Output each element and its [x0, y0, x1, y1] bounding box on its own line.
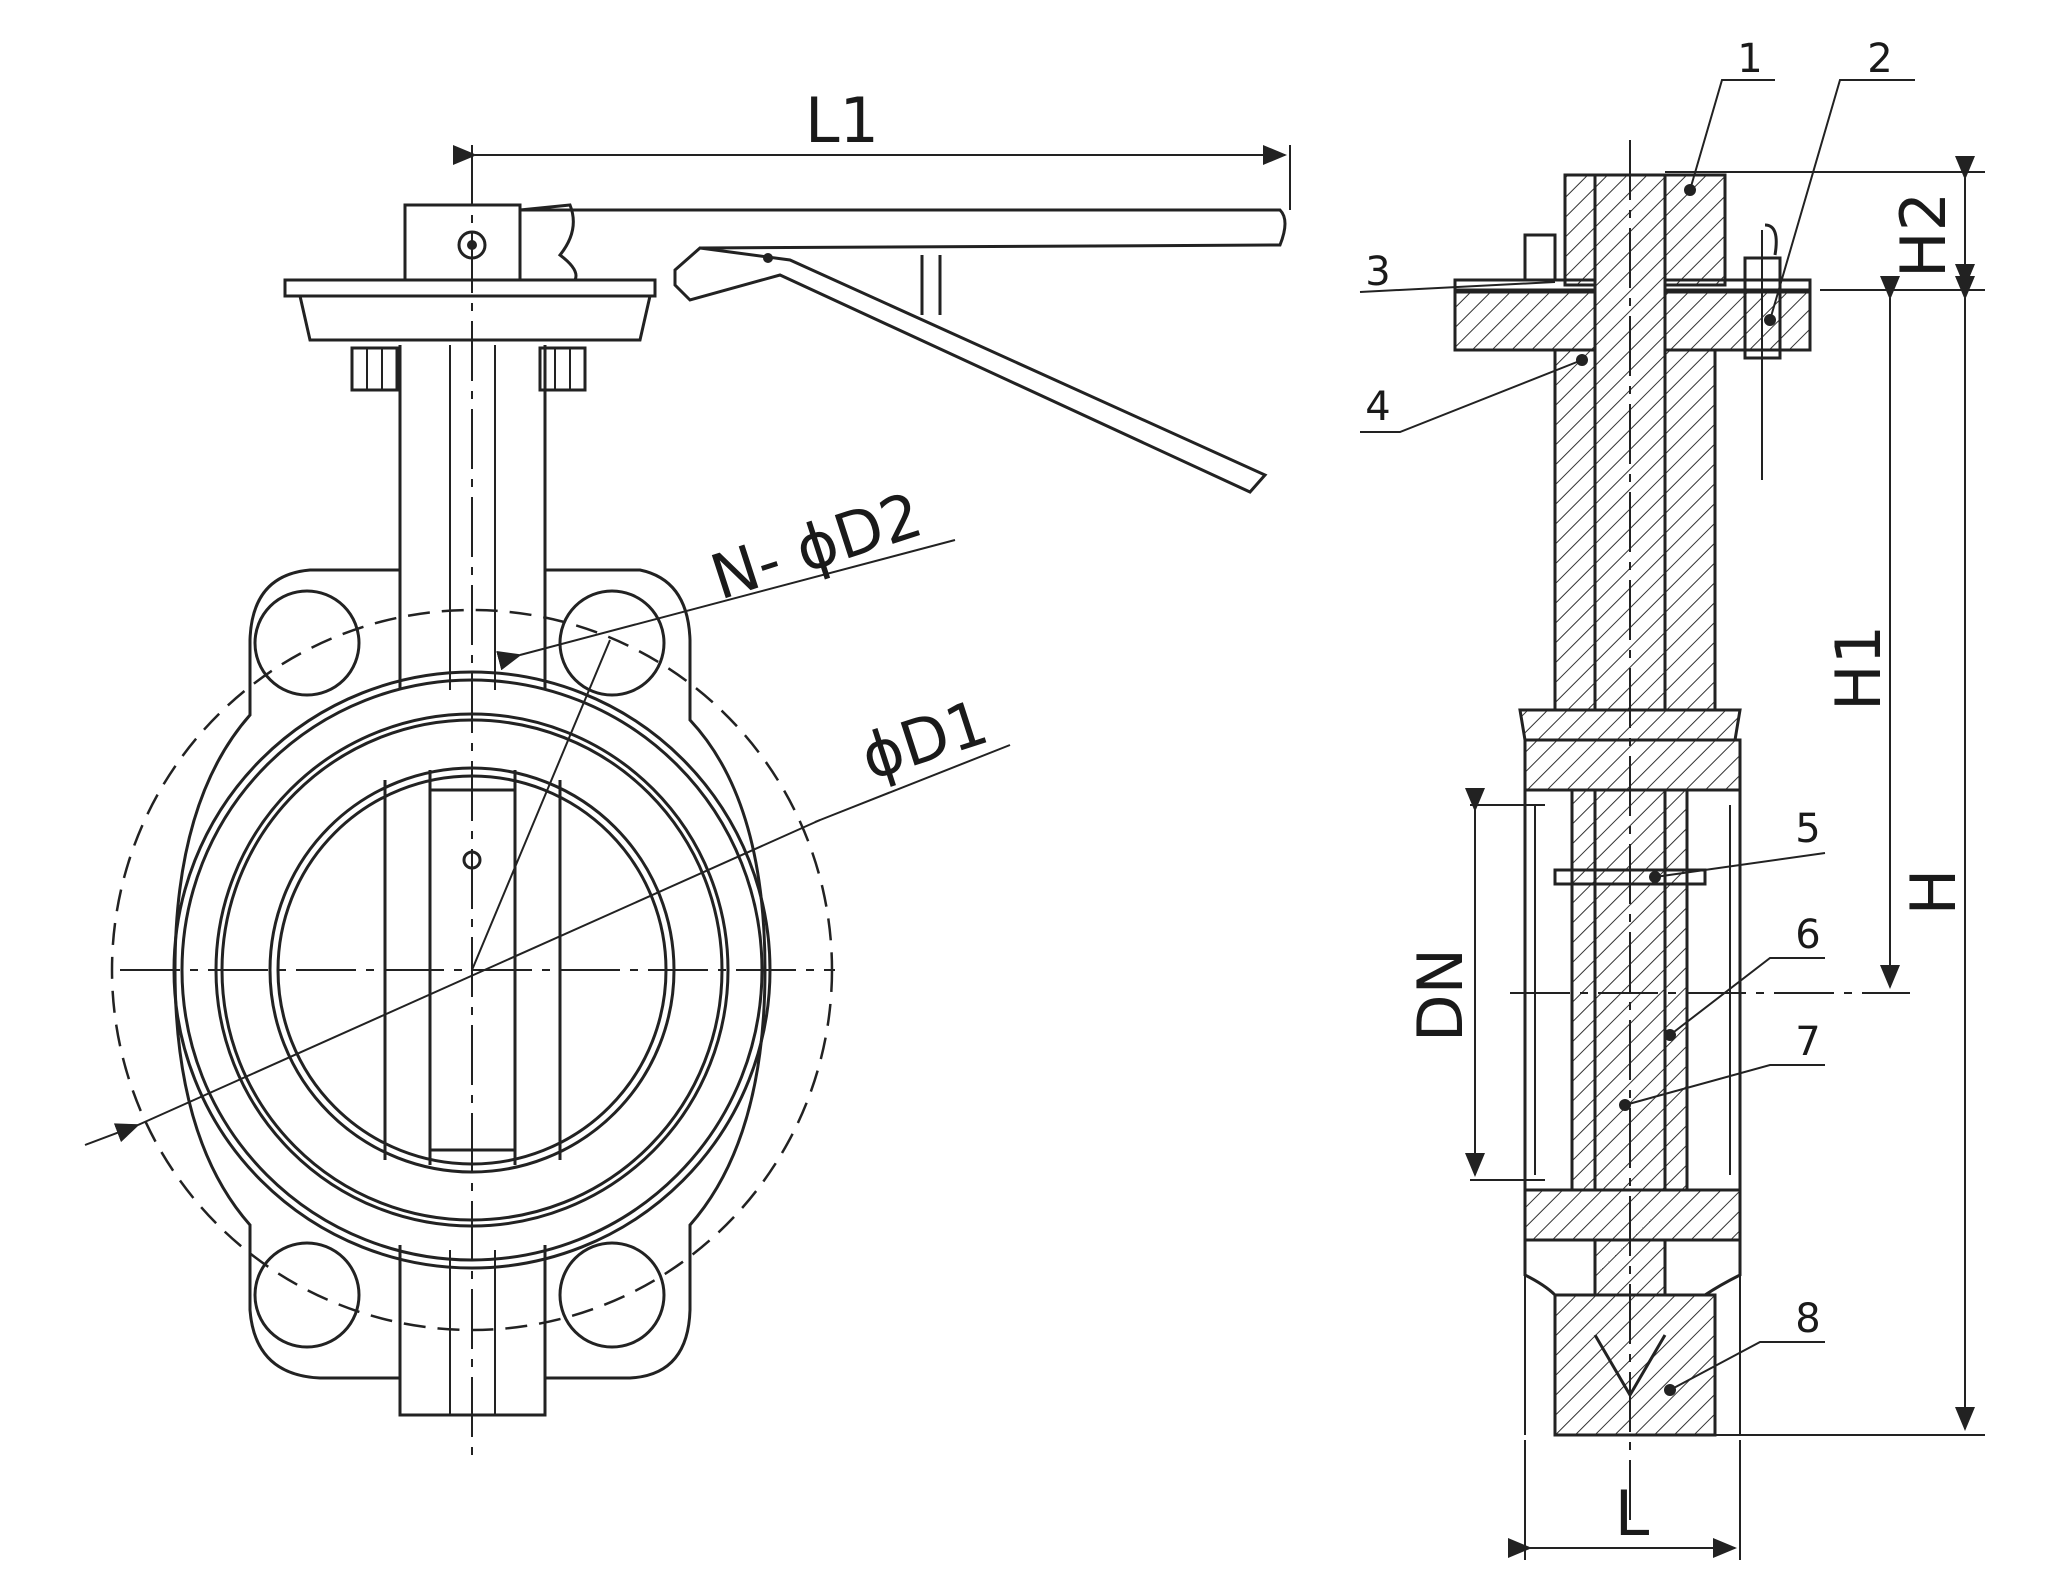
label-h1: H1 [1822, 625, 1895, 711]
body-upper [1523, 738, 1742, 792]
side-view [1359, 79, 1985, 1560]
body-outline [173, 568, 767, 1380]
lever-handle [673, 246, 1268, 494]
front-view [84, 145, 1291, 1465]
nut-right [538, 346, 587, 392]
top-plate [283, 278, 657, 298]
nut-left [350, 346, 399, 392]
callout-7: 7 [1795, 1019, 1820, 1065]
bolt-hole-bl [253, 1241, 361, 1349]
callout-4: 4 [1365, 384, 1390, 430]
lever-arm [520, 208, 1287, 250]
callout-5: 5 [1795, 806, 1820, 852]
bolt-hole-br [558, 1241, 666, 1349]
body-lower [1523, 1188, 1742, 1242]
callout-1: 1 [1737, 36, 1762, 82]
bolt-hole-tl [253, 589, 361, 697]
label-h: H [1897, 869, 1970, 916]
bottom-boss [1553, 1293, 1717, 1437]
bolt-hole-tr [558, 589, 666, 697]
label-n-d2: N- ϕD2 [702, 478, 931, 614]
bolt-left [1523, 233, 1557, 282]
label-d1: ϕD1 [852, 685, 996, 794]
callout-2: 2 [1867, 36, 1892, 82]
callout-8: 8 [1795, 1296, 1820, 1342]
callout-3: 3 [1365, 249, 1390, 295]
label-l: L [1615, 1477, 1650, 1550]
label-h2: H2 [1887, 192, 1960, 278]
label-l1: L1 [805, 84, 879, 157]
lever-head [403, 203, 522, 282]
label-dn: DN [1404, 948, 1477, 1042]
callout-6: 6 [1795, 912, 1820, 958]
